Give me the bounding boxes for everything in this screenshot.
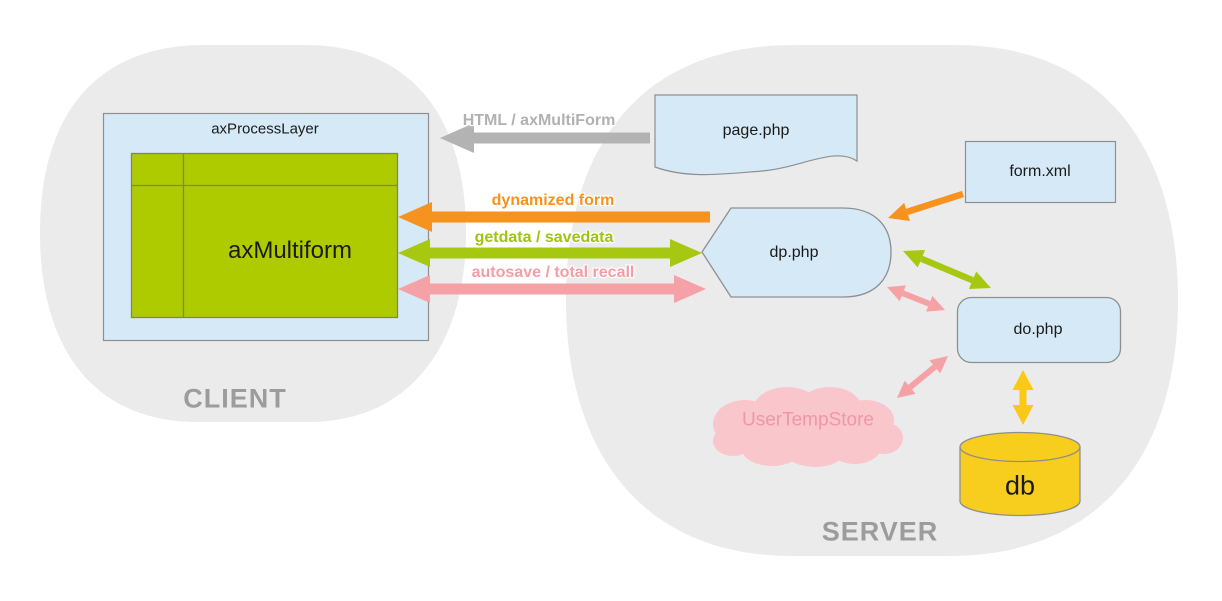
arrow-formxml-to-dpphp: [888, 190, 964, 221]
axmultiform-box: [130, 152, 399, 319]
arrow-html-axmultiform: [440, 123, 650, 153]
dp-php-shape: [701, 207, 892, 298]
axprocesslayer-label: axProcessLayer: [211, 120, 319, 138]
page-php-label: page.php: [722, 122, 790, 139]
do-php-label: do.php: [1013, 321, 1063, 338]
flow-label-html-axmultiform: HTML / axMultiForm: [462, 112, 616, 129]
dp-php-label: dp.php: [769, 244, 819, 261]
server-region-label: SERVER: [821, 516, 939, 547]
arrow-dynamized-form: [398, 202, 710, 232]
usertempstore-cloud-shape: [713, 387, 903, 467]
form-xml-label: form.xml: [1009, 163, 1071, 180]
page-php-document-shape: [654, 94, 858, 176]
db-label: db: [1004, 470, 1036, 501]
arrow-dophp-usertempstore: [897, 356, 948, 398]
arrow-autosave-total-recall: [398, 275, 706, 303]
axmultiform-label: axMultiform: [227, 237, 353, 264]
arrow-getdata-savedata: [398, 239, 702, 267]
arrow-dpphp-dophp-green: [903, 249, 991, 290]
form-xml-box: [964, 140, 1117, 204]
arrow-dpphp-dophp-pink: [887, 285, 945, 312]
flow-label-autosave-total-recall: autosave / total recall: [471, 264, 635, 281]
arrow-dophp-db: [1012, 370, 1034, 425]
usertempstore-label: UserTempStore: [742, 409, 874, 431]
flow-label-getdata-savedata: getdata / savedata: [474, 229, 614, 246]
do-php-box: [956, 296, 1122, 364]
arrows-layer: [398, 123, 1034, 425]
flow-label-dynamized-form: dynamized form: [491, 192, 615, 209]
db-cylinder-shape: [959, 431, 1081, 517]
client-region-label: CLIENT: [183, 383, 287, 414]
